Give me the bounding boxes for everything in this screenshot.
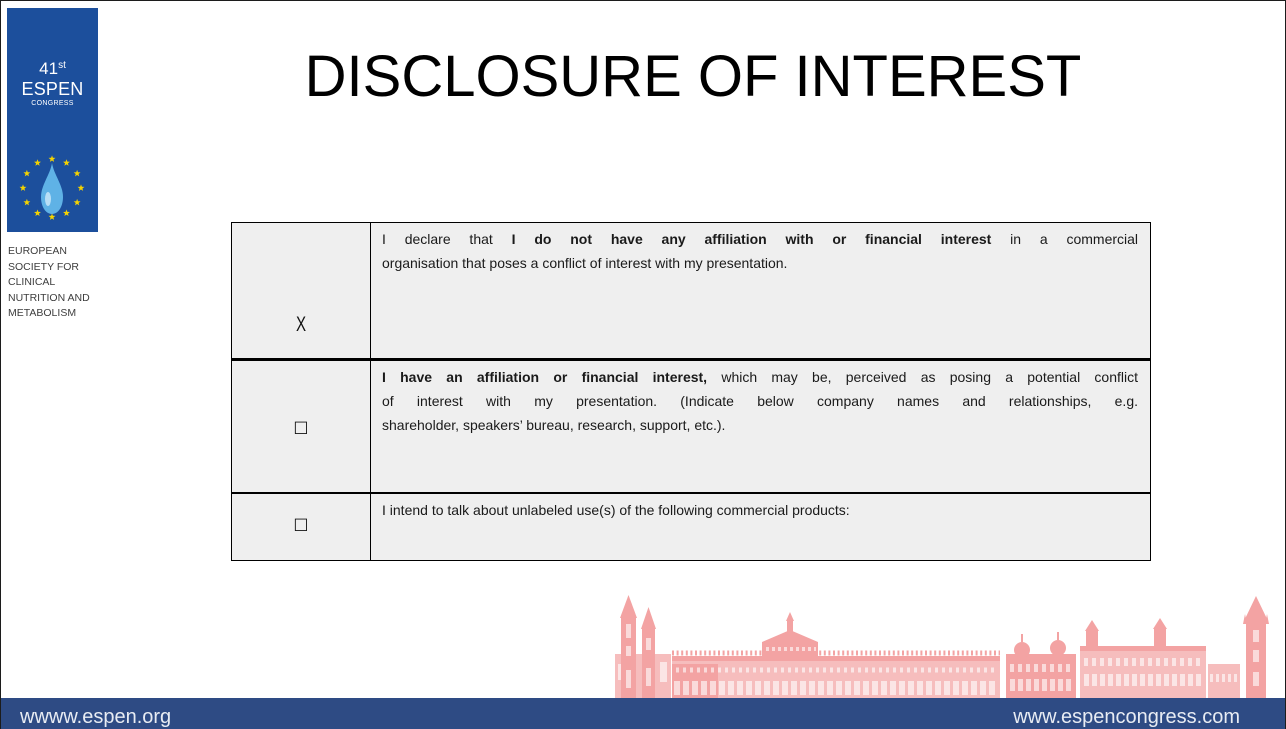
footer-url-left: wwww.espen.org	[20, 706, 172, 728]
basilica-short-tower	[642, 628, 655, 698]
disclosure-row-no-affiliation: X I declare that I do not have any affil…	[231, 222, 1151, 360]
statement-text: I declare that	[382, 231, 493, 247]
footer-url-right: www.espencongress.com	[1013, 706, 1240, 728]
statement-text: shareholder, speakers’ bureau, research,…	[382, 417, 726, 433]
town-hall-pinnacle	[1243, 614, 1247, 624]
basilica-window	[626, 670, 631, 688]
basilica-window	[626, 624, 631, 638]
small-building	[1208, 664, 1240, 698]
town-hall-spire	[1244, 596, 1268, 621]
society-line: CLINICAL	[8, 276, 56, 288]
statement-text: I intend to talk about unlabeled use(s) …	[382, 502, 850, 518]
statement-line: organisation that poses a conflict of in…	[382, 251, 1138, 275]
logo-star-icon	[34, 159, 41, 166]
town-hall-tower	[1243, 596, 1269, 698]
cloth-hall-roof	[672, 656, 1000, 661]
statement-line: I intend to talk about unlabeled use(s) …	[382, 498, 1138, 522]
basilica	[615, 595, 671, 698]
logo-star-icon	[73, 169, 81, 177]
logo-stars-ring	[19, 155, 85, 220]
disclosure-row-affiliation: ☐ I have an affiliation or financial int…	[231, 358, 1151, 494]
domed-building	[1006, 632, 1076, 698]
society-line: SOCIETY FOR	[8, 260, 79, 273]
cloth-hall	[672, 612, 1000, 698]
statement-cell: I intend to talk about unlabeled use(s) …	[370, 492, 1151, 561]
basilica-short-spire	[641, 607, 656, 629]
basilica-window	[646, 638, 651, 650]
basilica-window	[646, 668, 651, 686]
society-line: EUROPEAN	[8, 245, 67, 257]
town-hall-pinnacle	[1265, 614, 1269, 624]
slide-title: DISCLOSURE OF INTEREST	[304, 44, 1082, 109]
society-name: EUROPEAN SOCIETY FOR CLINICAL NUTRITION …	[8, 244, 90, 322]
logo-droplet	[41, 163, 63, 214]
palace-tower	[1086, 630, 1098, 650]
unlabeled-use-checkbox: ☐	[293, 516, 309, 536]
cloth-hall-center-gable	[762, 630, 818, 642]
logo-star-icon	[19, 184, 27, 191]
society-line: NUTRITION AND	[8, 291, 90, 304]
logo-star-icon	[63, 159, 70, 166]
town-hall-window	[1253, 672, 1259, 686]
logo-star-icon	[77, 184, 85, 191]
statement-text: of interest with my presentation. (Indic…	[382, 393, 1138, 409]
town-hall-window	[1253, 630, 1259, 642]
basilica-window	[660, 662, 667, 682]
statement-text: in a commercial	[1010, 231, 1139, 247]
cloth-hall-turret-spire	[786, 612, 794, 621]
footer-bar: wwww.espen.org www.espencongress.com	[0, 698, 1286, 729]
congress-number-suffix: st	[58, 60, 66, 71]
city-skyline-illustration-icon	[615, 595, 1269, 698]
logo-star-icon	[23, 169, 31, 177]
statement-cell: I declare that I do not have any affilia…	[370, 222, 1151, 360]
dome	[1050, 640, 1066, 656]
cloth-hall-turret	[787, 620, 793, 632]
domed-building-body	[1006, 654, 1076, 698]
espen-logo-panel: 41st ESPEN CONGRESS	[7, 8, 98, 232]
logo-droplet-highlight	[45, 192, 51, 206]
logo-star-icon	[23, 198, 31, 206]
statement-line: I have an affiliation or financial inter…	[382, 365, 1138, 389]
statement-text: organisation that poses a conflict of in…	[382, 255, 788, 271]
palace-tower-spire	[1153, 618, 1167, 629]
palace-tower	[1154, 628, 1166, 650]
logo-star-icon	[48, 155, 56, 162]
logo-star-icon	[63, 209, 70, 217]
mark-cell: ☐	[231, 358, 371, 494]
basilica-tall-spire	[620, 595, 637, 618]
statement-bold-text: I do not have any affiliation with or fi…	[511, 231, 992, 247]
disclosure-row-unlabeled-use: ☐ I intend to talk about unlabeled use(s…	[231, 492, 1151, 561]
town-hall-window	[1253, 650, 1259, 662]
society-line: METABOLISM	[8, 307, 77, 319]
no-affiliation-checkbox: X	[295, 313, 307, 336]
statement-bold-text: I have an affiliation or financial inter…	[382, 369, 708, 385]
congress-number-value: 41	[39, 59, 59, 78]
basilica-tall-tower	[621, 617, 636, 698]
palace-tower-spire	[1085, 620, 1099, 631]
statement-line: I declare that I do not have any affilia…	[382, 227, 1138, 251]
logo-star-icon	[48, 213, 56, 220]
logo-star-icon	[73, 198, 81, 206]
statement-line: shareholder, speakers’ bureau, research,…	[382, 413, 1138, 437]
congress-number: 41st	[7, 60, 98, 78]
congress-label: CONGRESS	[31, 100, 74, 107]
affiliation-checkbox: ☐	[293, 419, 309, 439]
statement-text: which may be, perceived as posing a pote…	[721, 369, 1139, 385]
eu-stars-droplet-icon	[19, 155, 85, 220]
disclosure-table: X I declare that I do not have any affil…	[231, 222, 1151, 561]
statement-line: of interest with my presentation. (Indic…	[382, 389, 1138, 413]
logo-star-icon	[34, 209, 41, 217]
palace-roof	[1080, 646, 1206, 651]
basilica-window	[618, 664, 621, 680]
statement-cell: I have an affiliation or financial inter…	[370, 358, 1151, 494]
mark-cell: ☐	[231, 492, 371, 561]
mark-cell: X	[231, 222, 371, 360]
basilica-window	[626, 646, 631, 656]
palace	[1080, 618, 1206, 698]
dome	[1014, 642, 1030, 658]
espen-name: ESPEN	[21, 79, 84, 99]
